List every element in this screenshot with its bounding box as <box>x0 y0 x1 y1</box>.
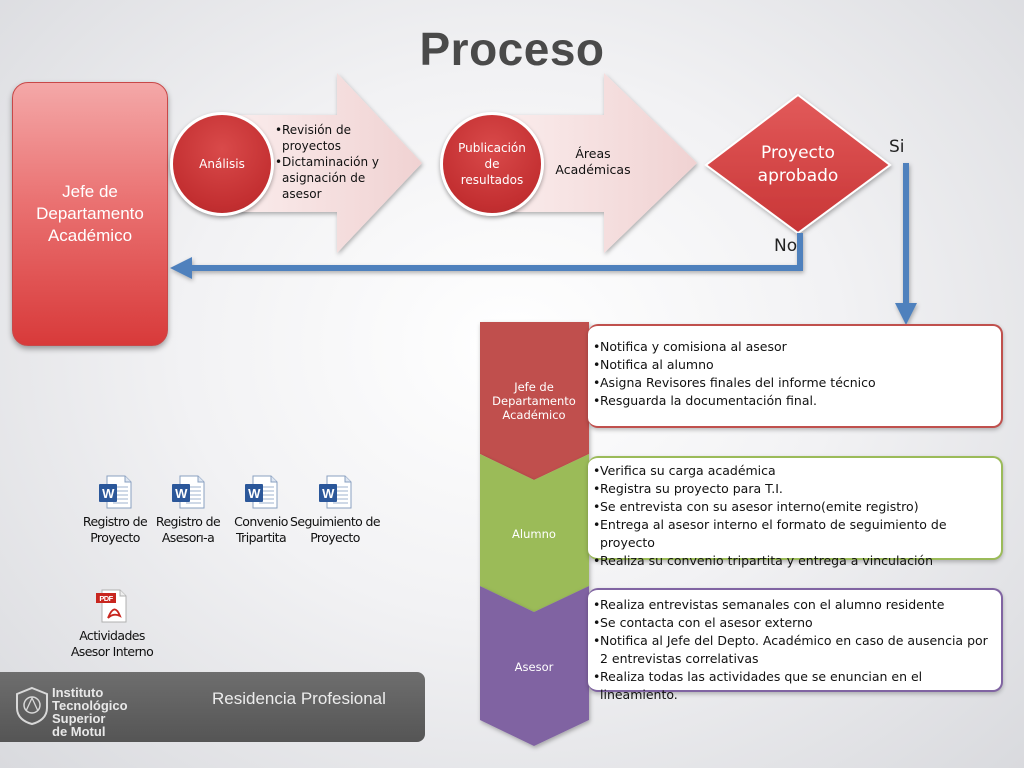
pdf-document-icon: PDF <box>96 589 127 623</box>
publication-circle: Publicación de resultados <box>440 112 544 216</box>
logo-line: de Motul <box>52 724 106 739</box>
stage-label-asesor: Asesor <box>514 660 554 674</box>
publication-circle-label: Publicación de resultados <box>458 141 526 187</box>
footer-bar <box>0 672 425 742</box>
stage-chevron-alumno <box>480 454 589 612</box>
svg-text:W: W <box>322 486 335 501</box>
list-item: Realiza todas las actividades que se enu… <box>593 668 993 704</box>
document-seguimiento-proyecto[interactable]: W Seguimiento de Proyecto <box>288 474 382 546</box>
document-registro-asesoria[interactable]: W Registro de Asesorı-a <box>149 474 227 546</box>
pdf-badge: PDF <box>99 594 113 603</box>
list-item: Registra su proyecto para T.I. <box>593 480 998 498</box>
document-actividades-asesor[interactable]: PDF Actividades Asesor Interno <box>62 588 162 660</box>
list-item: Notifica al alumno <box>593 356 993 374</box>
document-label-line1: Actividades <box>79 628 145 643</box>
document-label-line1: Convenio <box>234 514 288 529</box>
list-item: Realiza su convenio tripartita y entrega… <box>593 552 998 570</box>
list-item: Notifica al Jefe del Depto. Académico en… <box>593 632 993 668</box>
list-item: Verifica su carga académica <box>593 462 998 480</box>
word-document-icon: W <box>99 475 132 509</box>
document-label-line2: Asesorı-a <box>161 530 215 545</box>
analysis-item: Dictaminación y asignación de asesor <box>275 154 385 202</box>
stage-list-alumno: Verifica su carga académica Registra su … <box>593 462 998 570</box>
decision-label: Proyecto aprobado <box>757 143 839 186</box>
logo-line: Instituto <box>52 685 104 700</box>
no-arrow <box>170 233 803 279</box>
svg-text:W: W <box>248 486 261 501</box>
stage-chevron-jefe <box>480 322 589 480</box>
word-document-icon: W <box>245 475 278 509</box>
page-title: Proceso <box>419 23 605 75</box>
list-item: Entrega al asesor interno el formato de … <box>593 516 998 552</box>
jefe-departamento-label: Jefe de Departamento Académico <box>36 182 144 245</box>
stage-list-jefe: Notifica y comisiona al asesor Notifica … <box>593 338 993 410</box>
logo-line: Superior <box>52 711 106 726</box>
word-document-icon: W <box>319 475 352 509</box>
analysis-circle: Análisis <box>170 112 274 216</box>
list-item: Se entrevista con su asesor interno(emit… <box>593 498 998 516</box>
publication-arrow <box>490 73 697 253</box>
analysis-list: Revisión de proyectos Dictaminación y as… <box>275 122 385 202</box>
document-label-line1: Seguimiento de <box>290 514 381 529</box>
svg-text:W: W <box>102 486 115 501</box>
jefe-departamento-box: Jefe de Departamento Académico <box>12 82 168 346</box>
list-item: Asigna Revisores finales del informe téc… <box>593 374 993 392</box>
document-label-line2: Tripartita <box>235 530 287 545</box>
document-convenio-tripartita[interactable]: W Convenio Tripartita <box>222 474 300 546</box>
document-label-line1: Registro de <box>155 514 221 529</box>
footer-logo-text: Instituto Tecnológico Superior de Motul <box>52 686 128 738</box>
yes-arrow <box>895 163 917 325</box>
decision-yes-label: Si <box>889 137 905 157</box>
list-item: Realiza entrevistas semanales con el alu… <box>593 596 993 614</box>
publication-arrow-text: Áreas Académicas <box>555 146 631 177</box>
document-label-line1: Registro de <box>82 514 148 529</box>
stage-label-alumno: Alumno <box>512 527 556 541</box>
document-label-line2: Proyecto <box>310 530 360 545</box>
svg-text:W: W <box>175 486 188 501</box>
stage-label-jefe: Jefe de Departamento Académico <box>492 380 576 422</box>
decision-no-label: No <box>774 236 798 256</box>
logo-line: Tecnológico <box>52 698 128 713</box>
analysis-item: Revisión de proyectos <box>275 122 385 154</box>
document-label-line2: Asesor Interno <box>70 644 154 659</box>
institute-seal-icon <box>16 686 48 726</box>
stage-chevron-asesor <box>480 586 589 746</box>
stage-list-asesor: Realiza entrevistas semanales con el alu… <box>593 596 993 704</box>
document-label-line2: Proyecto <box>90 530 140 545</box>
list-item: Notifica y comisiona al asesor <box>593 338 993 356</box>
word-document-icon: W <box>172 475 205 509</box>
footer-label: Residencia Profesional <box>212 689 386 708</box>
document-registro-proyecto[interactable]: W Registro de Proyecto <box>76 474 154 546</box>
list-item: Resguarda la documentación final. <box>593 392 993 410</box>
analysis-circle-label: Análisis <box>199 157 245 171</box>
list-item: Se contacta con el asesor externo <box>593 614 993 632</box>
